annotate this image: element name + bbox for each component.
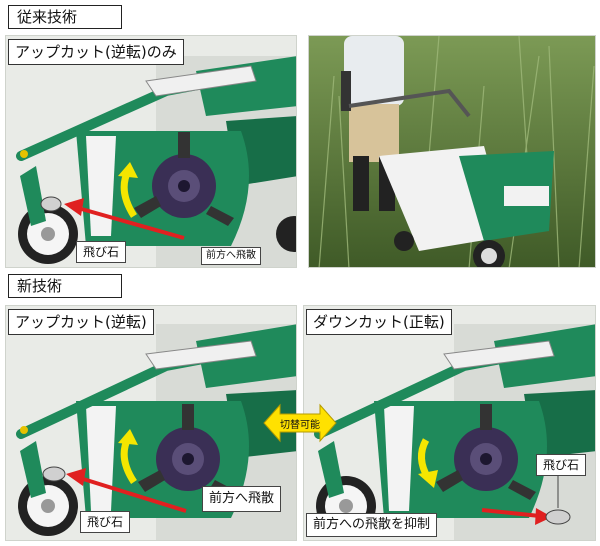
stone-label: 飛び石	[536, 454, 587, 476]
mower-diagram-downcut	[314, 324, 595, 540]
mower-photo-icon	[379, 146, 554, 267]
switch-label: 切替可能	[280, 420, 320, 431]
field-photo-illustration	[309, 36, 595, 267]
rotation-arrow-upcut-icon	[118, 162, 138, 218]
scatter-arrow-icon	[64, 198, 185, 240]
panel-caption: アップカット(逆転)	[8, 309, 154, 335]
suppressed-scatter-arrow-icon	[481, 508, 552, 525]
stone-label: 飛び石	[80, 511, 131, 533]
panel-conventional-upcut: アップカット(逆転)のみ 飛び石 前方へ飛散	[5, 35, 297, 268]
scatter-label: 前方へ飛散	[201, 247, 261, 265]
scatter-arrow-icon	[66, 468, 187, 513]
switch-indicator: 切替可能	[262, 402, 338, 444]
suppress-label: 前方への飛散を抑制	[306, 513, 438, 537]
double-arrow-icon	[263, 403, 337, 443]
stone-icon	[545, 509, 571, 525]
section-label-new: 新技術	[8, 274, 122, 298]
mower-diagram-upcut-only	[16, 56, 296, 267]
panel-caption: ダウンカット(正転)	[306, 309, 452, 335]
wheel-icon	[18, 426, 78, 536]
rotor-icon	[134, 132, 234, 226]
rotor-icon	[436, 404, 536, 500]
panel-caption: アップカット(逆転)のみ	[8, 39, 184, 65]
rotor-icon	[138, 404, 238, 500]
stone-icon	[40, 196, 62, 212]
operator-figure	[341, 36, 404, 211]
scatter-label: 前方へ飛散	[202, 486, 282, 512]
wheel-icon	[18, 150, 78, 264]
rotation-arrow-downcut-icon	[418, 438, 438, 488]
photo-mower-in-field	[308, 35, 596, 268]
panel-new-downcut: ダウンカット(正転) 飛び石 前方への飛散を抑制	[303, 305, 596, 541]
stone-label: 飛び石	[76, 241, 127, 263]
rotation-arrow-upcut-icon	[118, 429, 138, 484]
stone-icon	[42, 466, 66, 482]
section-label-conventional: 従来技術	[8, 5, 122, 29]
panel-new-upcut: アップカット(逆転) 飛び石 前方へ飛散	[5, 305, 297, 541]
